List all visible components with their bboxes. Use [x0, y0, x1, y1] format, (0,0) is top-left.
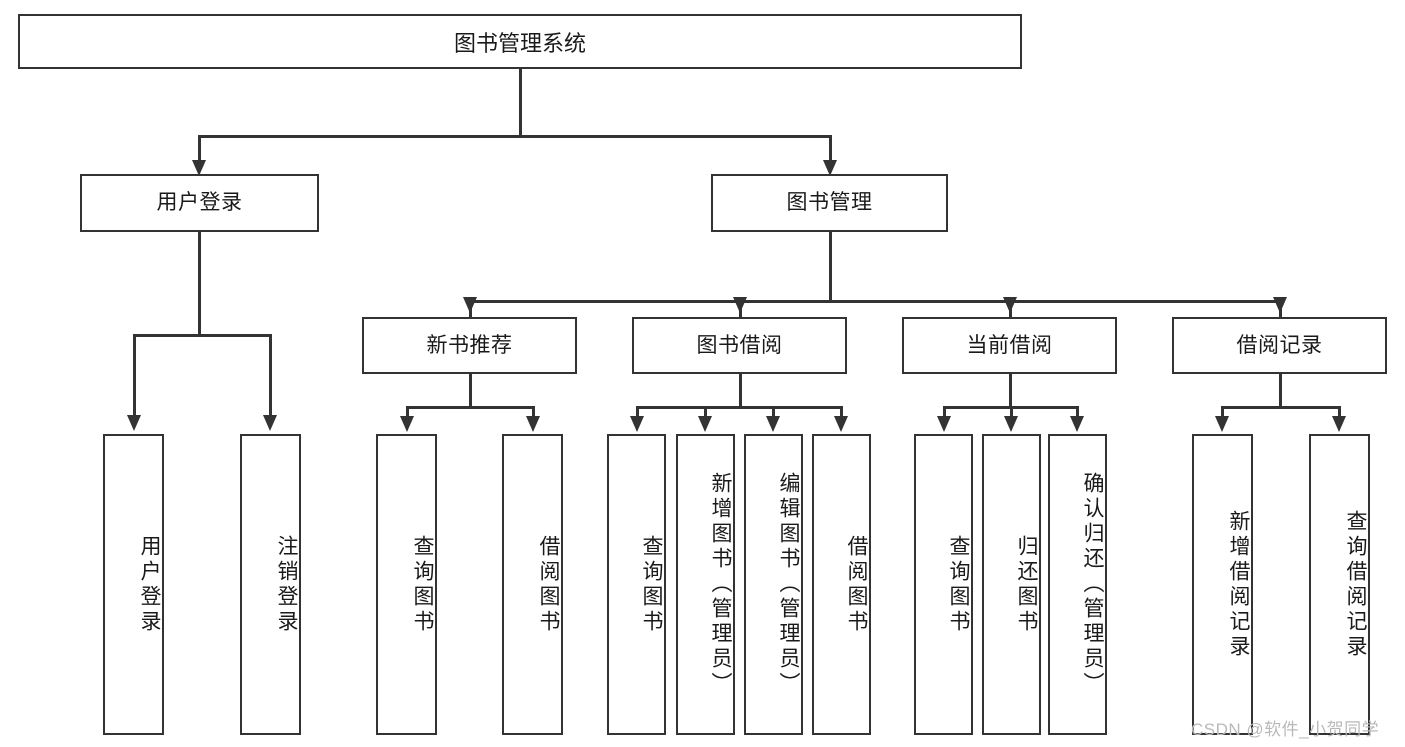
edge-book-borrow-bus — [636, 406, 842, 409]
arrow-current-borrow-to-leaf-3 — [1070, 416, 1084, 432]
arrow-root-to-user-login — [192, 160, 206, 176]
leaf-borrow-book-2[interactable]: 借阅图书 — [812, 434, 871, 735]
leaf-return-book[interactable]: 归还图书 — [982, 434, 1041, 735]
arrow-user-login-to-leaf-2 — [263, 415, 277, 431]
node-book-borrow[interactable]: 图书借阅 — [632, 317, 847, 374]
arrow-user-login-to-leaf-1 — [127, 415, 141, 431]
edge-book-management-bus — [469, 300, 1280, 303]
edge-new-book-to-leaf-1 — [406, 406, 409, 420]
arrow-bm-to-book-borrow — [733, 297, 747, 313]
edge-book-borrow-to-leaf-3 — [772, 406, 775, 420]
leaf-add-record[interactable]: 新增借阅记录 — [1192, 434, 1253, 735]
edge-user-login-to-leaf-1 — [133, 334, 136, 419]
edge-new-book-to-leaf-2 — [532, 406, 535, 420]
edge-book-borrow-to-leaf-4 — [840, 406, 843, 420]
edge-book-borrow-to-leaf-2 — [704, 406, 707, 420]
arrow-bm-to-current-borrow — [1003, 297, 1017, 313]
edge-current-borrow-to-leaf-1 — [943, 406, 946, 420]
edge-current-borrow-to-leaf-2 — [1010, 406, 1013, 420]
edge-new-book-bus — [406, 406, 534, 409]
edge-book-borrow-to-leaf-1 — [636, 406, 639, 420]
edge-root-stem — [519, 69, 522, 136]
leaf-add-book[interactable]: 新增图书（管理员） — [676, 434, 735, 735]
edge-user-login-stem — [198, 232, 201, 336]
arrow-book-borrow-to-leaf-4 — [834, 416, 848, 432]
node-current-borrow[interactable]: 当前借阅 — [902, 317, 1117, 374]
edge-root-to-book-management — [829, 135, 832, 164]
leaf-logout-login[interactable]: 注销登录 — [240, 434, 301, 735]
edge-user-login-bus — [133, 334, 271, 337]
node-borrow-record[interactable]: 借阅记录 — [1172, 317, 1387, 374]
edge-borrow-record-to-leaf-1 — [1221, 406, 1224, 420]
edge-root-bus — [198, 135, 832, 138]
arrow-current-borrow-to-leaf-2 — [1004, 416, 1018, 432]
csdn-watermark: CSDN @软件_小贺同学 — [1191, 720, 1380, 739]
arrow-book-borrow-to-leaf-3 — [766, 416, 780, 432]
arrow-borrow-record-to-leaf-1 — [1215, 416, 1229, 432]
arrow-borrow-record-to-leaf-2 — [1332, 416, 1346, 432]
arrow-book-borrow-to-leaf-2 — [698, 416, 712, 432]
leaf-query-record[interactable]: 查询借阅记录 — [1309, 434, 1370, 735]
node-user-login[interactable]: 用户登录 — [80, 174, 319, 232]
arrow-bm-to-borrow-record — [1273, 297, 1287, 313]
edge-user-login-to-leaf-2 — [269, 334, 272, 419]
edge-borrow-record-bus — [1221, 406, 1340, 409]
leaf-edit-book[interactable]: 编辑图书（管理员） — [744, 434, 803, 735]
edge-book-management-stem — [829, 232, 832, 302]
arrow-book-borrow-to-leaf-1 — [630, 416, 644, 432]
node-book-management[interactable]: 图书管理 — [711, 174, 948, 232]
edge-root-to-user-login — [198, 135, 201, 164]
arrow-new-book-to-leaf-1 — [400, 416, 414, 432]
edge-borrow-record-to-leaf-2 — [1338, 406, 1341, 420]
leaf-user-login[interactable]: 用户登录 — [103, 434, 164, 735]
edge-new-book-stem — [469, 374, 472, 408]
arrow-bm-to-new-book — [463, 297, 477, 313]
leaf-query-book-1[interactable]: 查询图书 — [376, 434, 437, 735]
edge-borrow-record-stem — [1279, 374, 1282, 408]
edge-book-borrow-stem — [739, 374, 742, 408]
arrow-current-borrow-to-leaf-1 — [937, 416, 951, 432]
leaf-query-book-2[interactable]: 查询图书 — [607, 434, 666, 735]
node-new-book-recommend[interactable]: 新书推荐 — [362, 317, 577, 374]
arrow-new-book-to-leaf-2 — [526, 416, 540, 432]
leaf-confirm-return[interactable]: 确认归还（管理员） — [1048, 434, 1107, 735]
node-root-system[interactable]: 图书管理系统 — [18, 14, 1022, 69]
edge-current-borrow-stem — [1009, 374, 1012, 408]
arrow-root-to-book-management — [823, 160, 837, 176]
leaf-borrow-book-1[interactable]: 借阅图书 — [502, 434, 563, 735]
leaf-query-book-3[interactable]: 查询图书 — [914, 434, 973, 735]
edge-current-borrow-to-leaf-3 — [1076, 406, 1079, 420]
